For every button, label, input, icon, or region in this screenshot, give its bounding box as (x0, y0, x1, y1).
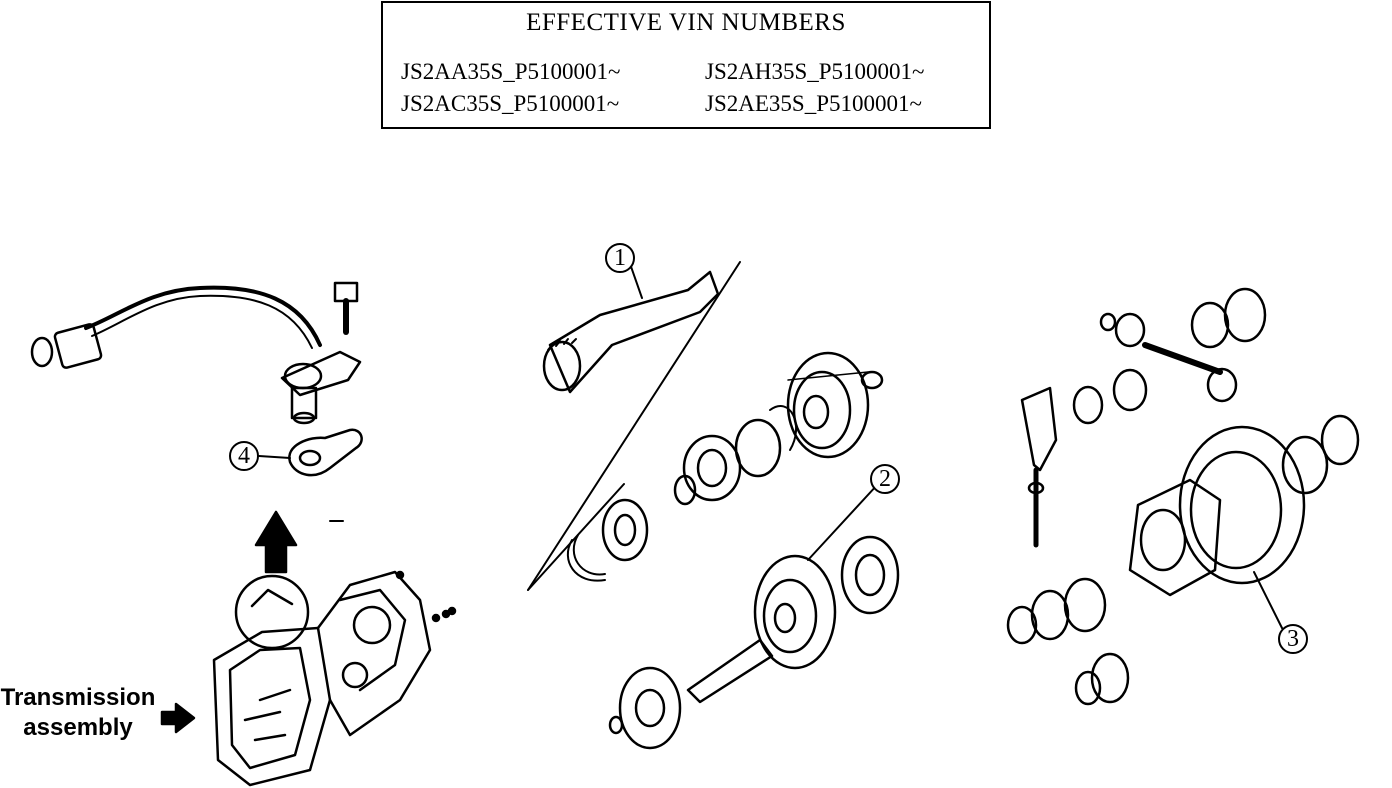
lower-gear-shaft-drawing (608, 483, 900, 750)
effective-vin-box: EFFECTIVE VIN NUMBERS JS2AA35S_P5100001~… (381, 1, 991, 129)
transmission-assembly-drawing (212, 520, 457, 787)
shaft-bearing-assembly-drawing (566, 498, 649, 582)
vin-box-title: EFFECTIVE VIN NUMBERS (526, 9, 846, 36)
callout-1: 1 (605, 243, 635, 273)
transmission-label-line-1: Transmission (0, 684, 156, 711)
input-shaft-1-drawing (527, 257, 741, 591)
transmission-label-line-2: assembly (23, 714, 133, 741)
differential-assembly-drawing (1006, 287, 1360, 706)
callout-4: 4 (229, 441, 259, 471)
transmission-assembly-label: Transmission assembly (0, 683, 156, 743)
vin-code-3: JS2AC35S_P5100001~ (401, 91, 620, 116)
callout-2: 2 (870, 464, 900, 494)
vin-code-4: JS2AE35S_P5100001~ (705, 91, 922, 116)
vin-code-2: JS2AH35S_P5100001~ (705, 59, 925, 84)
gasket-4-drawing (258, 428, 363, 477)
speed-sensor-harness-drawing (30, 281, 362, 425)
callout-3: 3 (1278, 624, 1308, 654)
vin-code-1: JS2AA35S_P5100001~ (401, 59, 621, 84)
upper-gear-drawing (673, 351, 884, 506)
